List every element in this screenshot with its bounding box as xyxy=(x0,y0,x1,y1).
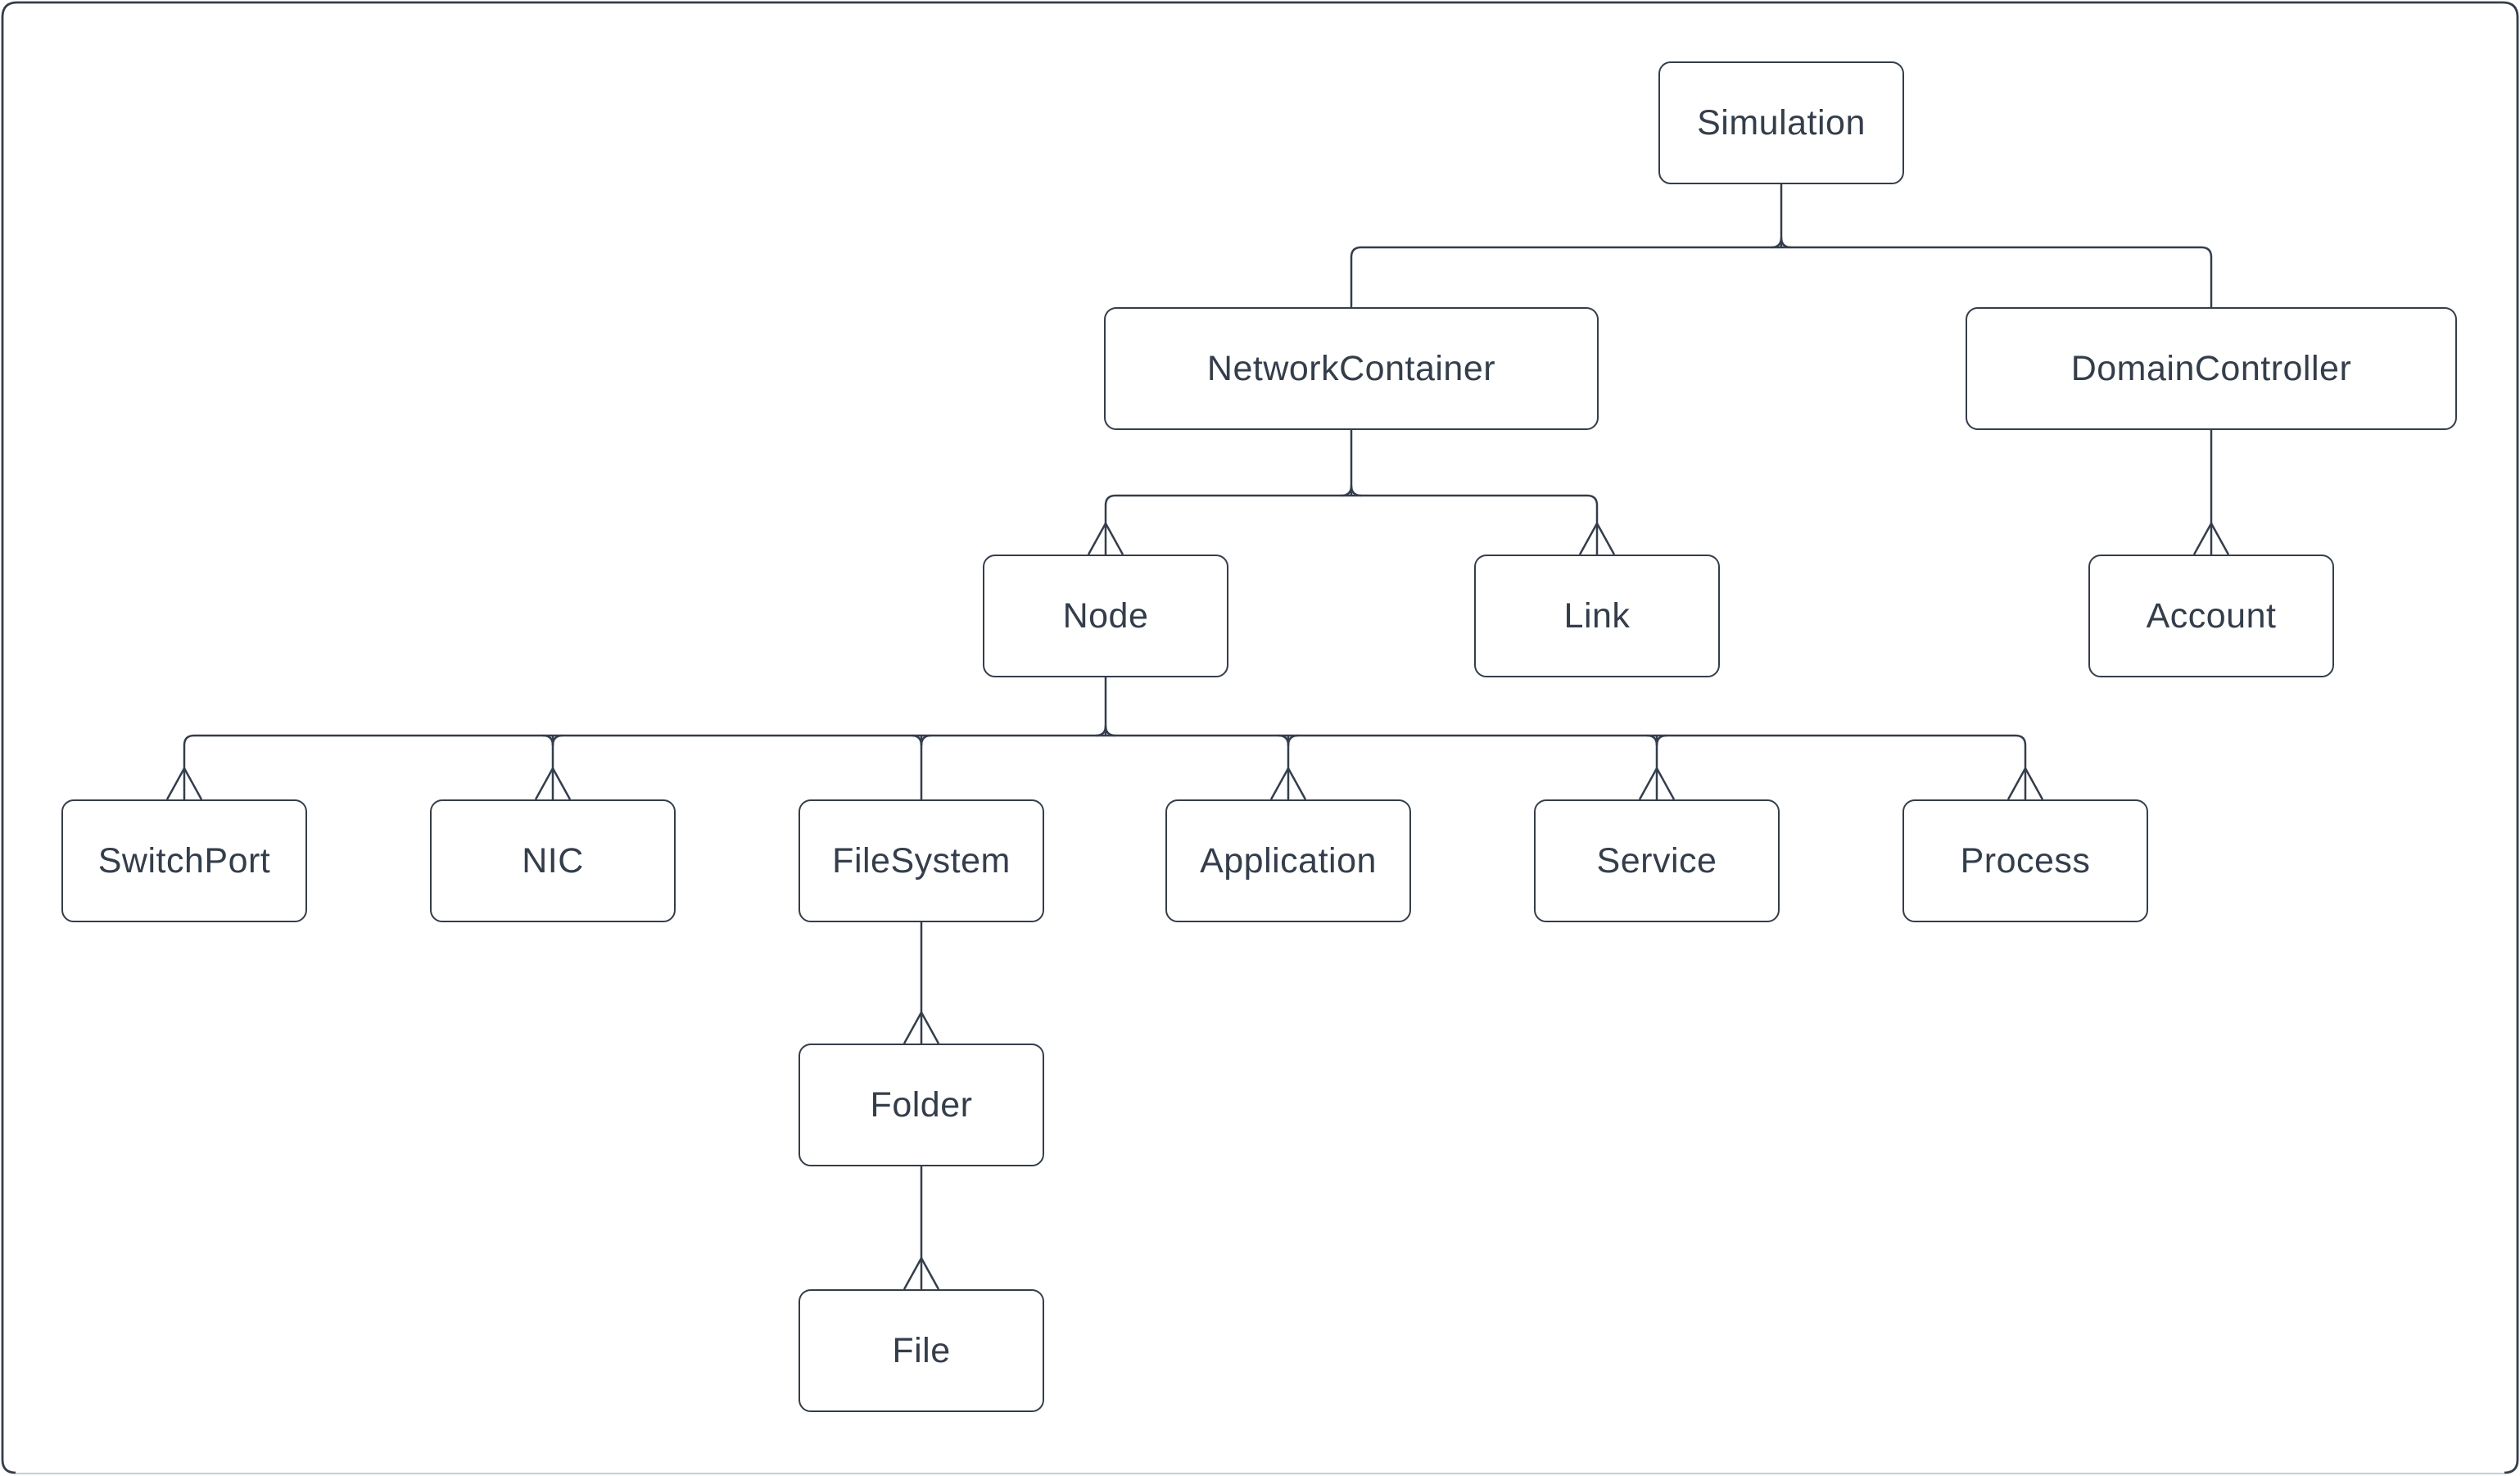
junction-fillet xyxy=(551,734,563,746)
junction-fillet xyxy=(1655,734,1667,746)
edge-networkcontainer-children xyxy=(1087,430,1616,555)
inheritance-arrowhead-icon xyxy=(534,766,572,800)
node-label: File xyxy=(892,1330,951,1370)
junction-fillet xyxy=(1646,734,1658,746)
edge-bus xyxy=(1350,246,2213,307)
inheritance-arrowhead-icon xyxy=(1638,766,1676,800)
inheritance-arrowhead-icon xyxy=(903,1256,940,1290)
inheritance-arrowhead-icon xyxy=(2192,521,2230,555)
node-label: Application xyxy=(1200,840,1377,881)
junction-fillet xyxy=(1278,734,1290,746)
node-folder[interactable]: Folder xyxy=(799,1044,1044,1166)
junction-fillet xyxy=(1287,734,1299,746)
node-simulation[interactable]: Simulation xyxy=(1658,61,1904,184)
node-label: DomainController xyxy=(2070,348,2352,388)
node-label: Folder xyxy=(870,1084,973,1125)
inheritance-arrowhead-icon xyxy=(1578,521,1616,555)
inheritance-arrowhead-icon xyxy=(903,1010,940,1044)
inheritance-arrowhead-icon xyxy=(2006,766,2044,800)
node-label: SwitchPort xyxy=(97,840,271,881)
junction-fillet xyxy=(1095,725,1107,737)
node-service[interactable]: Service xyxy=(1534,799,1780,922)
node-label: NetworkContainer xyxy=(1206,348,1496,388)
junction-fillet xyxy=(1771,237,1783,249)
node-link[interactable]: Link xyxy=(1474,555,1720,677)
node-label: Node xyxy=(1062,595,1149,636)
node-label: Process xyxy=(1960,840,2091,881)
node-node[interactable]: Node xyxy=(983,555,1228,677)
node-file-system[interactable]: FileSystem xyxy=(799,799,1044,922)
node-file[interactable]: File xyxy=(799,1289,1044,1412)
node-nic[interactable]: NIC xyxy=(430,799,676,922)
junction-fillet xyxy=(1104,725,1116,737)
junction-fillet xyxy=(542,734,554,746)
node-label: Service xyxy=(1596,840,1717,881)
page-frame-corner-bl xyxy=(1,1459,16,1474)
node-process[interactable]: Process xyxy=(1902,799,2148,922)
edge-node-children xyxy=(165,677,2044,800)
junction-fillet xyxy=(1341,485,1353,497)
junction-fillet xyxy=(911,734,923,746)
node-label: Link xyxy=(1563,595,1631,636)
node-label: Simulation xyxy=(1697,102,1866,143)
junction-fillet xyxy=(1780,237,1792,249)
edge-simulation-children xyxy=(1350,184,2213,307)
edge-filesystem-folder xyxy=(903,922,940,1044)
edge-domaincontroller-account xyxy=(2192,430,2230,555)
junction-fillet xyxy=(1350,485,1362,497)
edge-bus xyxy=(1104,494,1599,555)
node-label: FileSystem xyxy=(832,840,1011,881)
node-switch-port[interactable]: SwitchPort xyxy=(61,799,307,922)
node-label: Account xyxy=(2146,595,2277,636)
page-frame-corner-br xyxy=(2504,1459,2519,1474)
node-application[interactable]: Application xyxy=(1165,799,1411,922)
inheritance-arrowhead-icon xyxy=(1269,766,1307,800)
junction-fillet xyxy=(920,734,932,746)
edge-bus xyxy=(183,734,2027,799)
node-domain-controller[interactable]: DomainController xyxy=(1966,307,2457,430)
node-account[interactable]: Account xyxy=(2088,555,2334,677)
inheritance-arrowhead-icon xyxy=(165,766,203,800)
inheritance-arrowhead-icon xyxy=(1087,521,1124,555)
edge-folder-file xyxy=(903,1166,940,1290)
node-label: NIC xyxy=(522,840,584,881)
node-network-container[interactable]: NetworkContainer xyxy=(1104,307,1599,430)
